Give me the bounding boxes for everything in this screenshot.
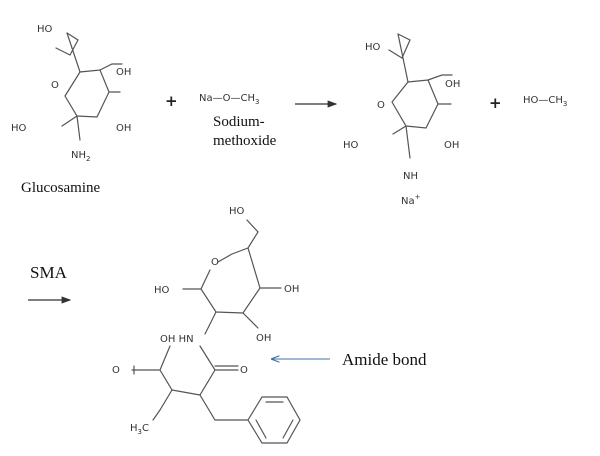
sodium-methoxide-label-line1: Sodium-	[213, 114, 265, 130]
plus-sign-2: +	[489, 94, 502, 112]
glucosamine-label: Glucosamine	[21, 180, 100, 196]
glucosamine-ho-top: HO	[37, 24, 53, 35]
plus-sign-1: +	[165, 92, 178, 110]
glucosamine-structure: HO OH O OH HO NH2 Glucosamine	[11, 24, 131, 196]
salt-ho-left: HO	[343, 140, 359, 151]
methanol-formula: HO—CH3	[523, 95, 567, 108]
glucosamine-ho-left: HO	[11, 123, 27, 134]
product-carbonyl-o-left: O	[112, 365, 120, 376]
product-amide-o: O	[240, 365, 248, 376]
glucosamine-ring-o: O	[51, 80, 59, 91]
product-methyl: H3C	[130, 423, 149, 436]
product-oh-lower: OH	[256, 333, 271, 344]
glucosamine-nh2: NH2	[71, 150, 90, 163]
product-ho-left: HO	[154, 285, 170, 296]
product-ring-o: O	[211, 257, 219, 268]
product-structure: HO O OH HO OH OH HN O O H3C	[112, 206, 301, 444]
product-ho-top: HO	[229, 206, 245, 217]
sodium-methoxide-label-line2: methoxide	[213, 133, 277, 149]
sodium-methoxide: Na—O—CH3 Sodium- methoxide	[199, 93, 277, 149]
salt-nh: NH	[403, 171, 418, 182]
product-oh-right: OH	[284, 284, 299, 295]
amide-bond-label: Amide bond	[342, 350, 427, 369]
glucosamine-oh-right-upper: OH	[116, 67, 131, 78]
salt-ring-o: O	[377, 100, 385, 111]
salt-oh-right-lower: OH	[444, 140, 459, 151]
sodium-methoxide-formula: Na—O—CH3	[199, 93, 259, 106]
product-oh-hn: OH HN	[160, 334, 194, 345]
salt-ho-top: HO	[365, 42, 381, 53]
sma-label: SMA	[30, 263, 68, 282]
salt-oh-right-upper: OH	[445, 79, 460, 90]
glucosamine-oh-right-lower: OH	[116, 123, 131, 134]
salt-na-ion: Na+	[401, 193, 421, 207]
sodium-glucosamine-structure: HO OH O OH HO NH Na+	[343, 33, 460, 207]
